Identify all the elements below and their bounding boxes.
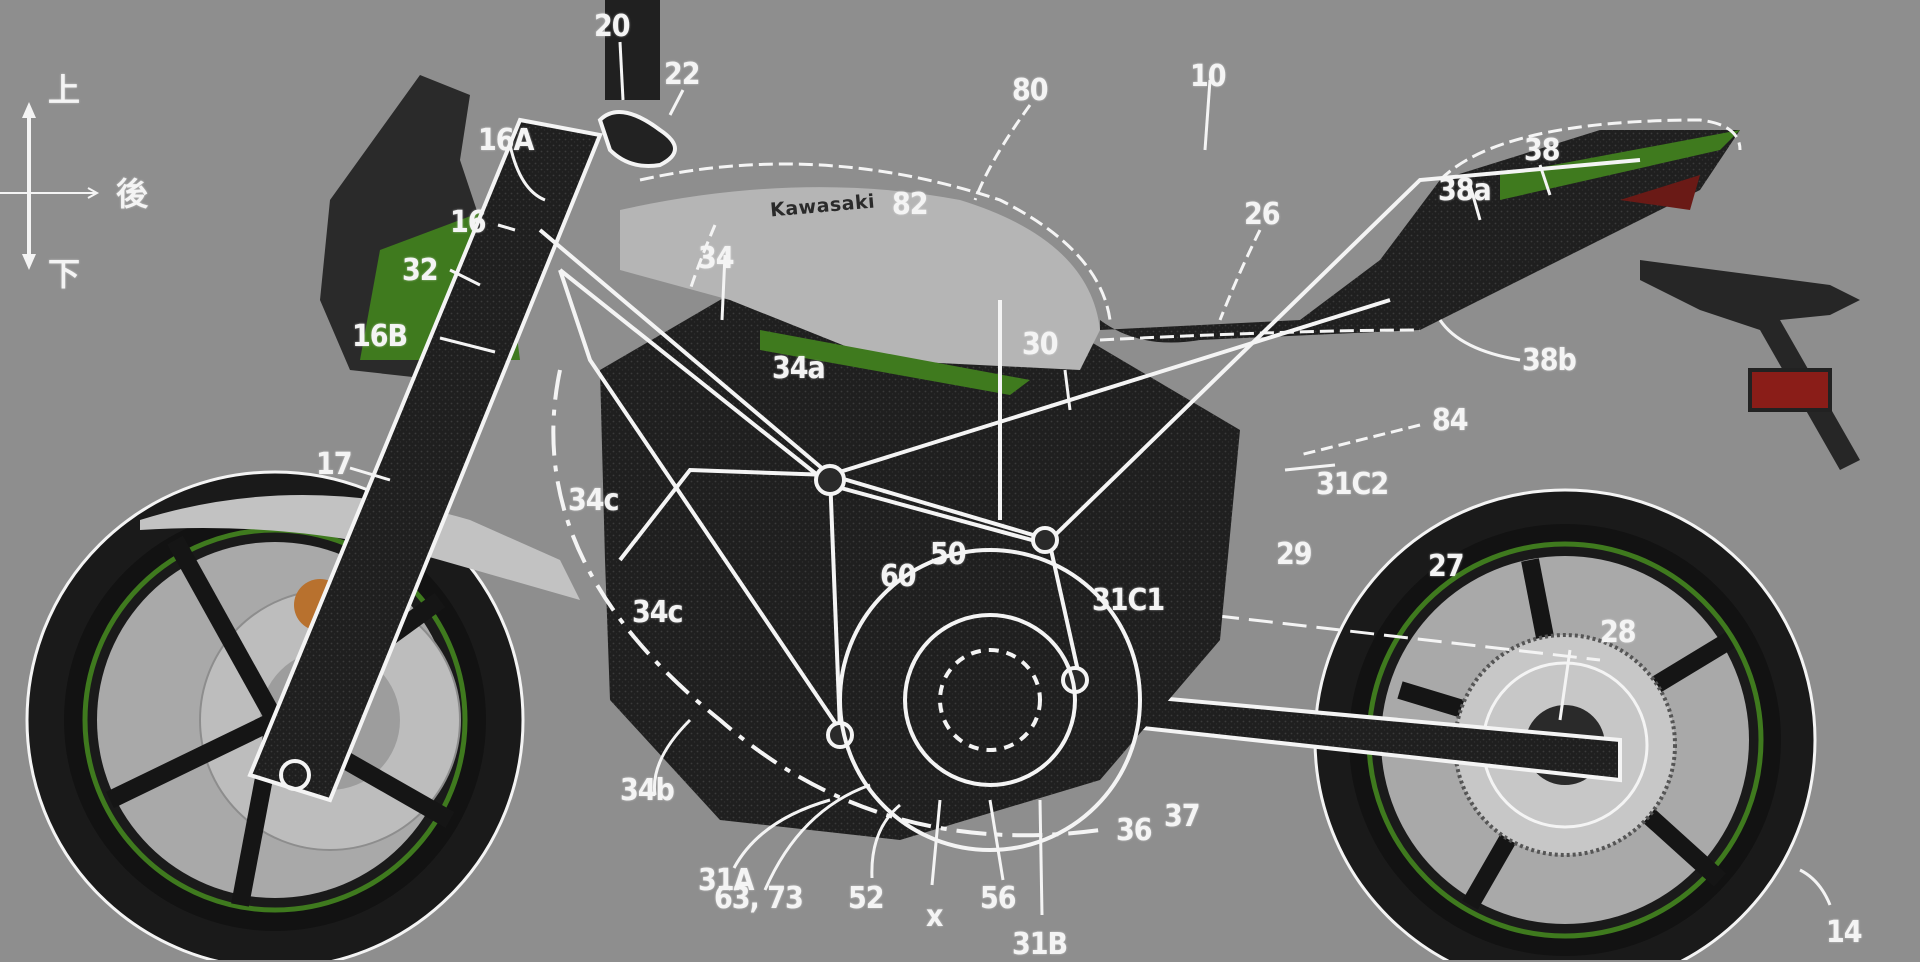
ref-label-31B: 31B [1012, 927, 1068, 962]
ref-label-14: 14 [1826, 915, 1863, 950]
ref-label-80: 80 [1012, 73, 1049, 108]
ref-label-38a: 38a [1438, 173, 1492, 208]
license-bracket [1640, 260, 1860, 470]
ref-label-16A: 16A [478, 123, 534, 158]
ref-label-82: 82 [892, 187, 929, 222]
tail-green-stripe [1500, 130, 1740, 200]
ref-label-10: 10 [1190, 59, 1227, 94]
ref-label-16: 16 [450, 205, 487, 240]
ref-label-52: 52 [848, 881, 885, 916]
ref-label-50: 50 [930, 537, 967, 572]
ref-label-17: 17 [316, 447, 353, 482]
ref-label-34b: 34b [620, 773, 675, 808]
axis-arrows-icon [0, 102, 100, 270]
ref-label-34a: 34a [772, 351, 826, 386]
ref-label-60: 60 [880, 559, 917, 594]
ref-label-x: x [926, 899, 943, 934]
ref-label-37: 37 [1164, 799, 1201, 834]
ref-label-26: 26 [1244, 197, 1281, 232]
ref-label-29: 29 [1276, 537, 1313, 572]
ref-label-31C1: 31C1 [1092, 583, 1165, 618]
ref-label-36: 36 [1116, 813, 1153, 848]
direction-up-label: 上 [48, 71, 80, 109]
ref-label-34: 34 [698, 241, 735, 276]
engine-block [600, 265, 1240, 840]
rear-reflector [1748, 368, 1832, 412]
ref-label-63-73: 63, 73 [714, 881, 804, 916]
ref-label-32: 32 [402, 253, 439, 288]
ref-label-27: 27 [1428, 549, 1465, 584]
leader-lines [349, 41, 1832, 916]
seat-tail [1100, 130, 1740, 343]
direction-down-label: 下 [48, 255, 80, 293]
ref-label-22: 22 [664, 57, 701, 92]
front-fender [140, 495, 580, 600]
fuel-tank [620, 187, 1100, 370]
ref-label-20: 20 [594, 9, 631, 44]
direction-rear-label: 後 [116, 175, 148, 213]
ref-label-34c-lower: 34c [632, 595, 684, 630]
ref-label-30: 30 [1022, 327, 1059, 362]
tail-light [1620, 175, 1700, 210]
ref-label-84: 84 [1432, 403, 1469, 438]
ref-label-16B: 16B [352, 319, 408, 354]
ref-label-38: 38 [1524, 133, 1561, 168]
ref-label-31A: 31A [698, 863, 754, 898]
tank-green-stripe [760, 330, 1030, 395]
ref-label-28: 28 [1600, 615, 1637, 650]
ref-label-31C2: 31C2 [1316, 467, 1389, 502]
motor-outline [551, 369, 1142, 852]
ref-label-34c-upper: 34c [568, 483, 620, 518]
ref-label-56: 56 [980, 881, 1017, 916]
ref-label-38b: 38b [1522, 343, 1577, 378]
front-fork [247, 0, 677, 803]
